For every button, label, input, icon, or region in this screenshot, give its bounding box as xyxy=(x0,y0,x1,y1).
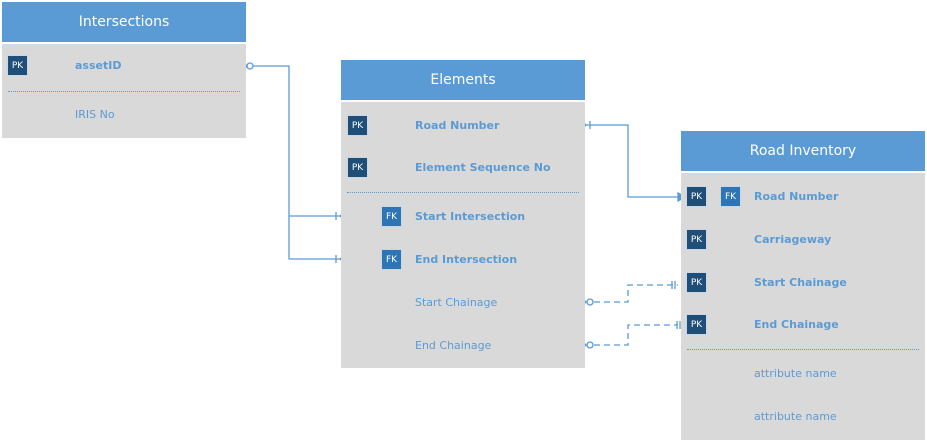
fk-badge: FK xyxy=(720,186,741,207)
field-assetid[interactable]: assetID xyxy=(75,59,122,72)
connector-start-chainage xyxy=(594,284,678,303)
pk-badge: PK xyxy=(347,115,368,136)
pk-badge: PK xyxy=(7,55,28,76)
connector-road-number xyxy=(580,124,681,198)
pk-badge: PK xyxy=(686,186,707,207)
fk-badge: FK xyxy=(381,206,402,227)
field-iris-no[interactable]: IRIS No xyxy=(75,108,115,121)
field-end-chainage[interactable]: End Chainage xyxy=(754,318,839,331)
key-separator xyxy=(687,349,919,350)
field-attribute-name[interactable]: attribute name xyxy=(754,410,837,423)
field-start-intersection[interactable]: Start Intersection xyxy=(415,210,526,223)
connector-start-intersection xyxy=(253,65,341,217)
connector-end-intersection xyxy=(288,216,341,260)
field-attribute-name[interactable]: attribute name xyxy=(754,367,837,380)
field-road-number[interactable]: Road Number xyxy=(415,119,500,132)
field-start-chainage[interactable]: Start Chainage xyxy=(415,296,498,309)
entity-title: Intersections xyxy=(2,2,246,44)
field-end-intersection[interactable]: End Intersection xyxy=(415,253,518,266)
field-end-chainage[interactable]: End Chainage xyxy=(415,339,492,352)
pk-badge: PK xyxy=(686,229,707,250)
field-element-sequence-no[interactable]: Element Sequence No xyxy=(415,161,551,174)
field-road-number[interactable]: Road Number xyxy=(754,190,839,203)
fk-badge: FK xyxy=(381,249,402,270)
pk-badge: PK xyxy=(347,157,368,178)
key-separator xyxy=(8,91,240,92)
field-start-chainage[interactable]: Start Chainage xyxy=(754,276,847,289)
entity-intersections[interactable]: Intersections PK assetID IRIS No xyxy=(2,2,246,138)
entity-title: Elements xyxy=(341,60,585,102)
pk-badge: PK xyxy=(686,272,707,293)
pk-badge: PK xyxy=(686,314,707,335)
entity-road-inventory[interactable]: Road Inventory PK FK Road Number PK Carr… xyxy=(681,131,925,440)
entity-title: Road Inventory xyxy=(681,131,925,173)
connector-end-chainage xyxy=(594,324,678,346)
entity-elements[interactable]: Elements PK Road Number PK Element Seque… xyxy=(341,60,585,368)
key-separator xyxy=(347,192,579,193)
field-carriageway[interactable]: Carriageway xyxy=(754,233,832,246)
